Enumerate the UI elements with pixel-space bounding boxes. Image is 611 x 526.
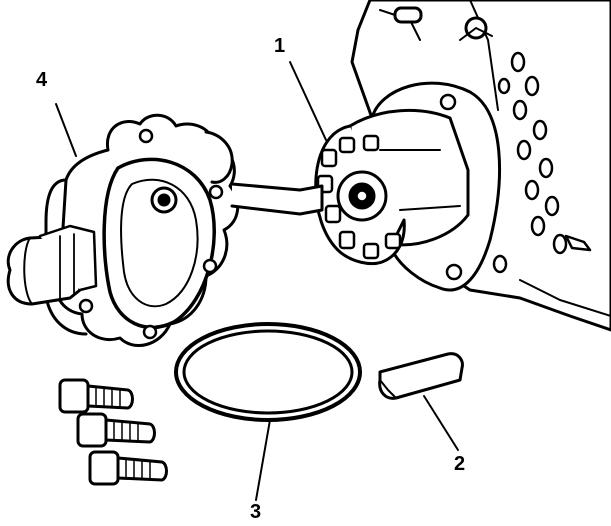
connecting-pipe — [230, 182, 324, 216]
callout-2: 2 — [454, 453, 466, 475]
callout-4: 4 — [36, 69, 48, 91]
leader-line-1 — [289, 61, 327, 141]
mounting-bolt — [58, 378, 134, 414]
callout-1: 1 — [274, 35, 286, 57]
o-ring-seal — [174, 322, 362, 422]
callout-3: 3 — [250, 501, 262, 523]
leader-line-3 — [255, 419, 271, 501]
mounting-bolt — [76, 412, 156, 448]
leader-line-2 — [423, 395, 459, 451]
drive-coupling — [314, 109, 470, 266]
mounting-bolt — [88, 450, 168, 486]
vacuum-pump — [6, 113, 240, 347]
drive-key — [378, 352, 464, 400]
leader-line-4 — [55, 103, 77, 157]
